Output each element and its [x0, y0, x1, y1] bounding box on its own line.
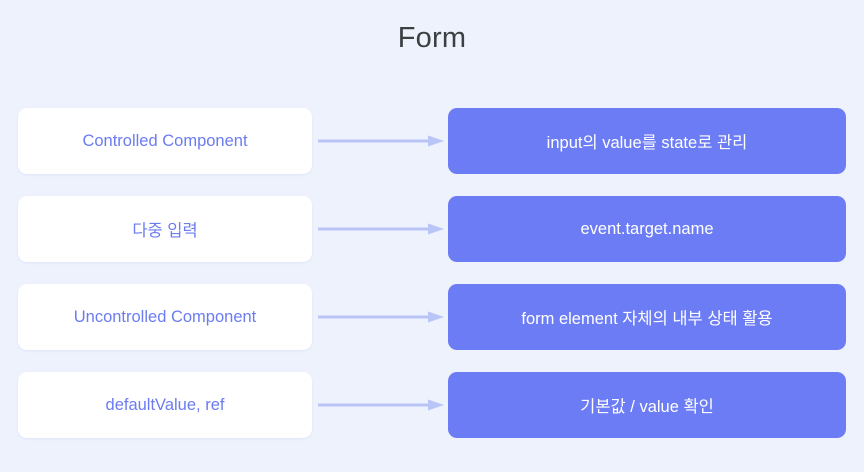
concept-box: Uncontrolled Component	[18, 284, 312, 350]
concept-box: 다중 입력	[18, 196, 312, 262]
page-title: Form	[397, 22, 467, 54]
diagram-row: 다중 입력 event.target.name	[0, 196, 864, 268]
detail-box: event.target.name	[448, 196, 846, 262]
concept-box: Controlled Component	[18, 108, 312, 174]
arrow-right-icon	[318, 311, 444, 323]
diagram-row: Uncontrolled Component form element 자체의 …	[0, 284, 864, 356]
diagram-row: Controlled Component input의 value를 state…	[0, 108, 864, 180]
diagram-rows: Controlled Component input의 value를 state…	[0, 108, 864, 460]
diagram-row: defaultValue, ref 기본값 / value 확인	[0, 372, 864, 444]
arrow-right-icon	[318, 223, 444, 235]
detail-box: form element 자체의 내부 상태 활용	[448, 284, 846, 350]
concept-box: defaultValue, ref	[18, 372, 312, 438]
arrow-right-icon	[318, 399, 444, 411]
arrow-right-icon	[318, 135, 444, 147]
detail-box: input의 value를 state로 관리	[448, 108, 846, 174]
detail-box: 기본값 / value 확인	[448, 372, 846, 438]
